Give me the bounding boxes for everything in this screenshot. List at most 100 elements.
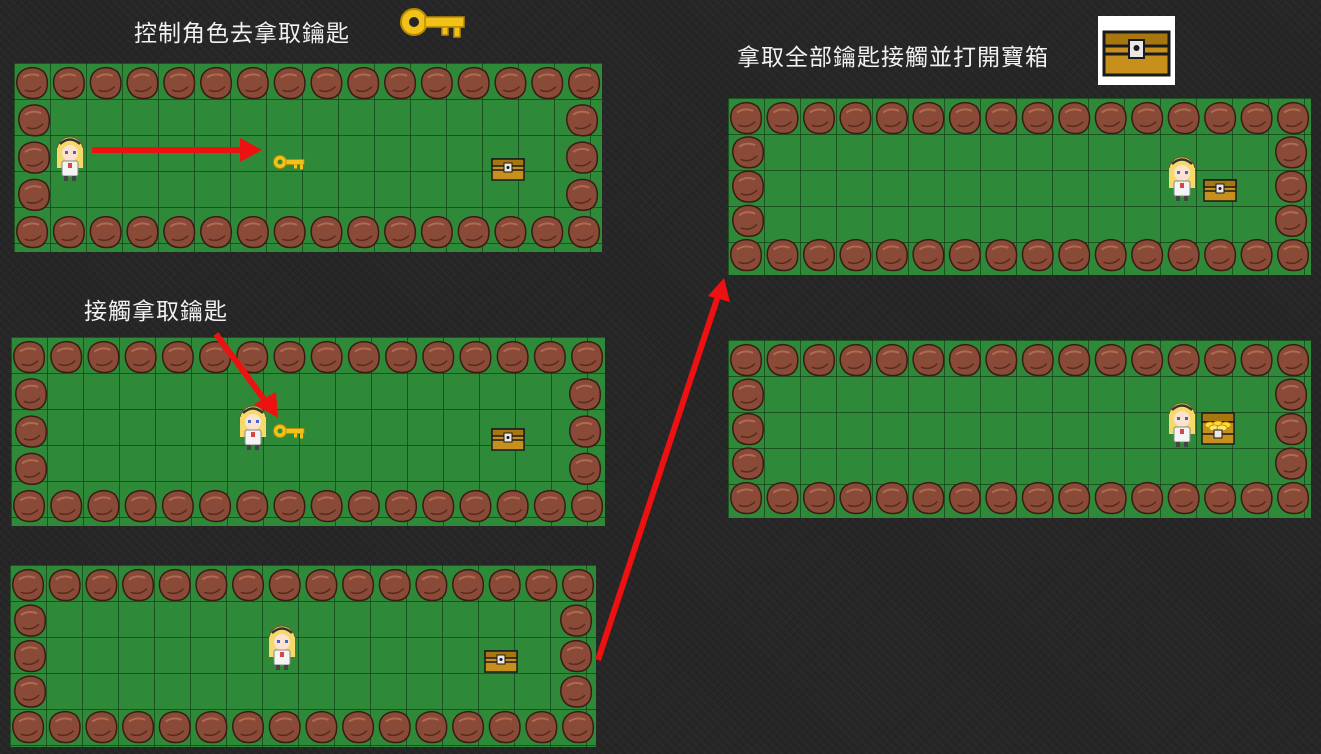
rock-tile [452, 568, 485, 602]
rock-tile [347, 340, 380, 374]
rock-tile [452, 710, 485, 744]
rock-tile [839, 481, 872, 515]
rock-tile [342, 710, 375, 744]
rock-tile [342, 568, 375, 602]
rock-tile [1094, 101, 1127, 135]
rock-tile [50, 340, 83, 374]
rock-tile [525, 568, 558, 602]
rock-tile [126, 215, 159, 249]
rock-tile [912, 481, 945, 515]
rock-tile [14, 675, 47, 708]
rock-tile [13, 340, 46, 374]
rock-tile [766, 343, 799, 377]
rock-tile [1131, 101, 1164, 135]
rock-tile [568, 215, 601, 249]
rock-tile [347, 489, 380, 523]
rock-tile [1021, 343, 1054, 377]
rock-tile [85, 568, 118, 602]
rock-tile [1167, 101, 1200, 135]
rock-tile [89, 215, 122, 249]
rock-tile [48, 710, 81, 744]
rock-tile [420, 66, 453, 100]
rock-tile [571, 340, 604, 374]
rock-tile [560, 675, 593, 708]
rock-tile [732, 170, 765, 203]
rock-tile [273, 340, 306, 374]
rock-tile [1204, 343, 1237, 377]
rock-tile [124, 340, 157, 374]
rock-tile [948, 238, 981, 272]
rock-tile [457, 215, 490, 249]
rock-tile [236, 215, 269, 249]
rock-tile [310, 489, 343, 523]
rock-tile [948, 481, 981, 515]
rock-tile [525, 710, 558, 744]
rock-tile [1204, 238, 1237, 272]
rock-tile [802, 101, 836, 135]
rock-tile [50, 489, 83, 523]
rock-tile [273, 66, 306, 100]
rock-tile [195, 710, 228, 744]
rock-tile [1167, 343, 1200, 377]
rock-tile [305, 568, 338, 602]
rock-tile [415, 568, 448, 602]
rock-tile [560, 604, 593, 637]
rock-tile [839, 238, 872, 272]
rock-tile [1277, 481, 1310, 515]
rock-tile [457, 66, 490, 100]
rock-tile [87, 489, 120, 523]
rock-tile [985, 101, 1018, 135]
rock-tile [85, 710, 118, 744]
caption-open-chest: 拿取全部鑰匙接觸並打開寶箱 [737, 45, 1049, 71]
rock-tile [48, 568, 81, 602]
rock-tile [199, 340, 232, 374]
rock-tile [124, 489, 157, 523]
chest-icon [491, 428, 525, 451]
rock-tile [730, 101, 763, 135]
chest-badge [1098, 16, 1175, 85]
rock-tile [839, 101, 872, 135]
rock-tile [766, 238, 799, 272]
rock-tile [305, 710, 338, 744]
rock-tile [566, 104, 599, 137]
rock-tile [89, 66, 122, 100]
rock-tile [802, 343, 836, 377]
chest-icon [1203, 179, 1237, 202]
rock-tile [459, 340, 492, 374]
rock-tile [378, 710, 411, 744]
rock-tile [985, 238, 1018, 272]
rock-tile [488, 710, 521, 744]
rock-tile [560, 639, 593, 673]
rock-tile [1167, 481, 1200, 515]
rock-tile [18, 178, 51, 212]
open-chest-icon [1201, 412, 1235, 445]
game-panel-1 [14, 63, 602, 252]
rock-tile [1094, 238, 1127, 272]
rock-tile [1275, 447, 1308, 480]
rock-tile [569, 415, 602, 448]
rock-tile [378, 568, 411, 602]
rock-tile [912, 101, 945, 135]
character-sprite [56, 136, 84, 181]
rock-tile [802, 481, 836, 515]
game-panel-2 [11, 337, 605, 526]
rock-tile [496, 340, 529, 374]
rock-tile [268, 710, 301, 744]
rock-tile [52, 66, 85, 100]
rock-tile [158, 710, 191, 744]
rock-tile [839, 343, 872, 377]
rock-tile [1131, 343, 1164, 377]
rock-tile [766, 481, 799, 515]
rock-tile [13, 489, 46, 523]
character-sprite [1168, 156, 1196, 201]
rock-tile [1275, 204, 1308, 238]
rock-tile [948, 101, 981, 135]
rock-tile [1058, 238, 1091, 272]
rock-tile [562, 710, 595, 744]
rock-tile [52, 215, 85, 249]
rock-tile [571, 489, 604, 523]
rock-tile [236, 66, 269, 100]
rock-tile [385, 489, 418, 523]
rock-tile [347, 66, 380, 100]
rock-tile [732, 447, 765, 480]
